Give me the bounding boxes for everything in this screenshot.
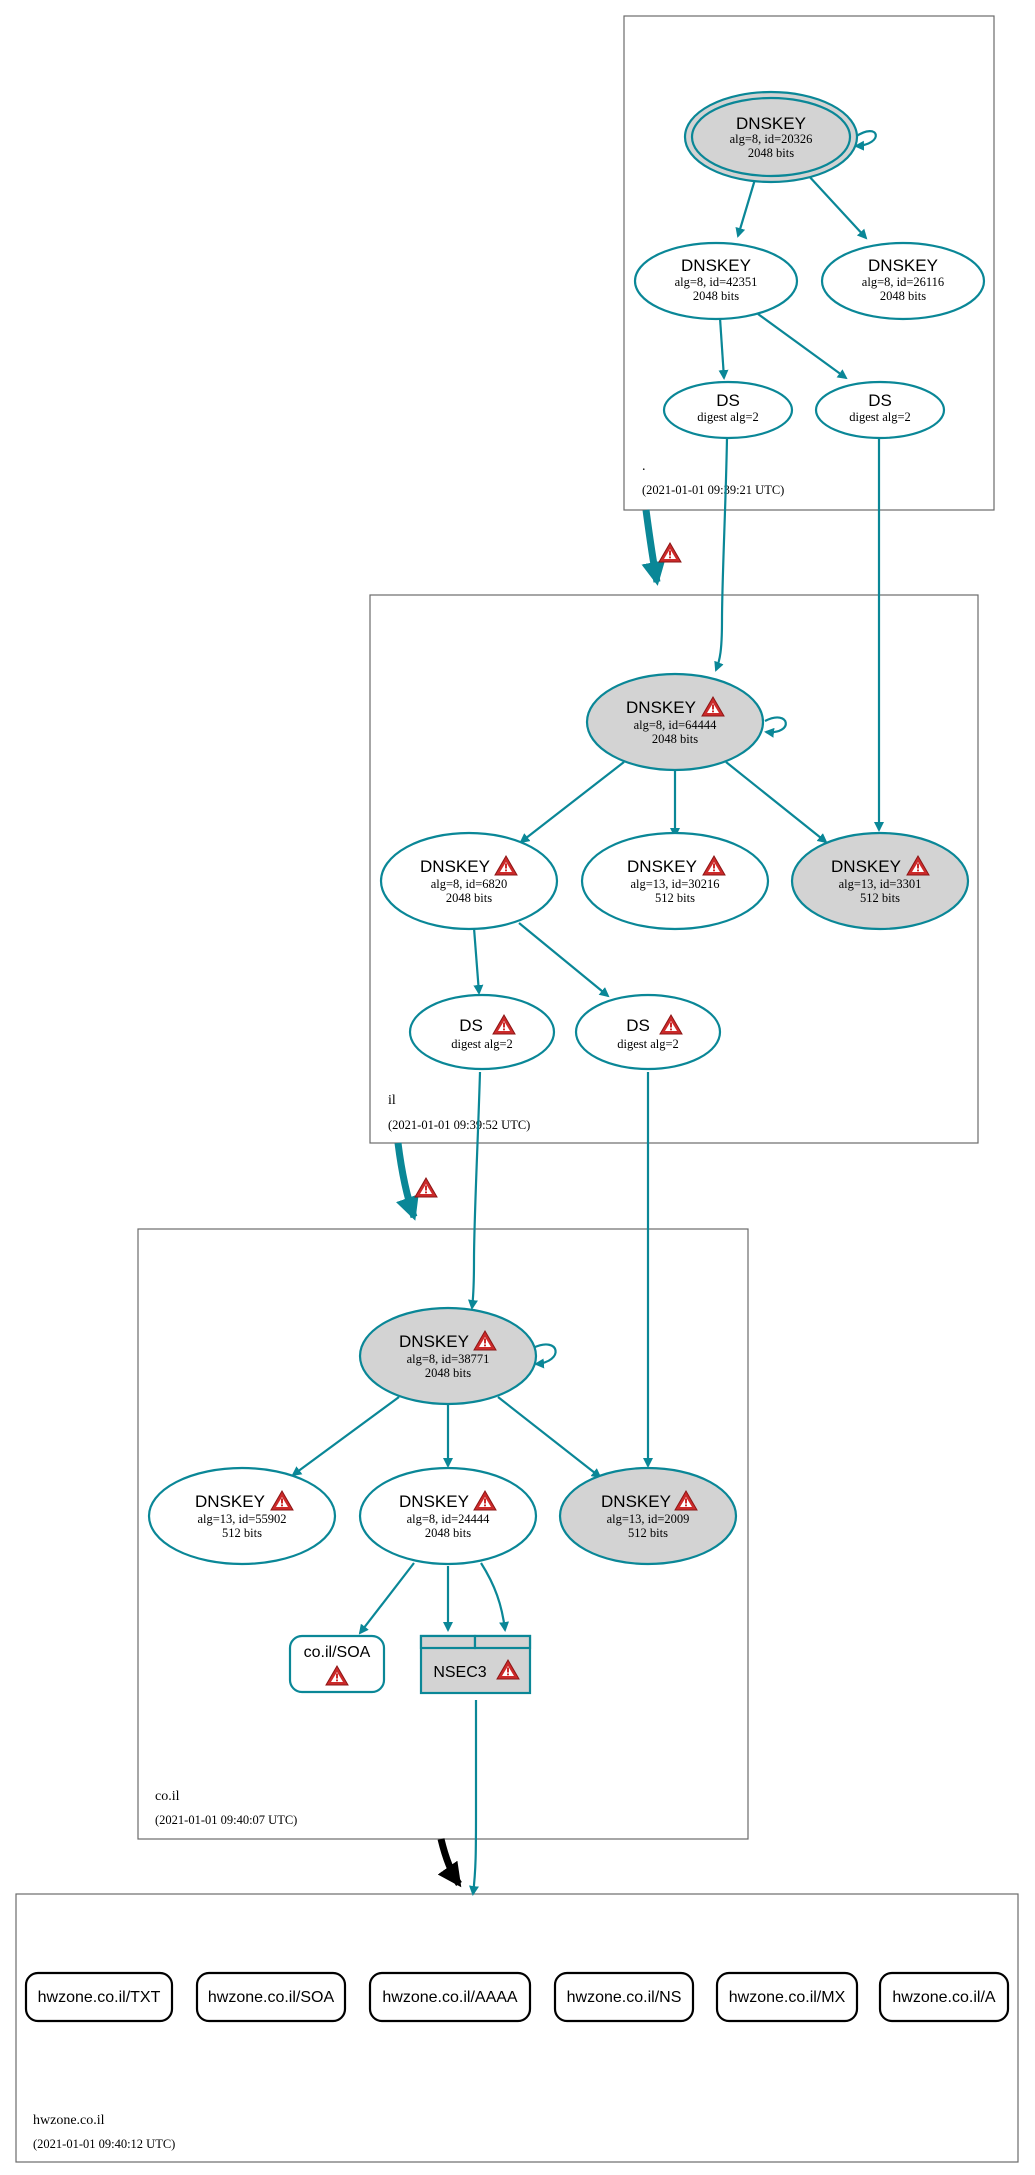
ds-label: DS [459, 1016, 483, 1035]
nsec3-label: NSEC3 [433, 1664, 486, 1681]
delegation-coil-to-hwzone [437, 1838, 462, 1888]
dnskey-bits: 2048 bits [880, 289, 926, 303]
ds-label: DS [716, 391, 740, 410]
warning-triangle-icon [658, 542, 682, 563]
dnskey-alg: alg=8, id=42351 [675, 275, 758, 289]
record-label: hwzone.co.il/AAAA [382, 1989, 518, 2006]
dnskey-label: DNSKEY [195, 1492, 265, 1511]
ds-digest: digest alg=2 [849, 410, 911, 424]
dnskey-label: DNSKEY [399, 1332, 469, 1351]
warning-triangle-icon [414, 1177, 438, 1198]
dnskey-alg: alg=8, id=38771 [407, 1352, 490, 1366]
ds-digest: digest alg=2 [697, 410, 759, 424]
zone-hwzone: hwzone.co.il (2021-01-01 09:40:12 UTC) [15, 1893, 1019, 2163]
dnskey-alg: alg=13, id=55902 [197, 1512, 286, 1526]
dnskey-bits: 2048 bits [693, 289, 739, 303]
nsec3-node[interactable]: NSEC3 [419, 1634, 532, 1695]
record-list: hwzone.co.il/TXT hwzone.co.il/SOA hwzone… [24, 1971, 1010, 2023]
dnskey-label: DNSKEY [626, 698, 696, 717]
ds-digest: digest alg=2 [617, 1037, 679, 1051]
dnskey-bits: 2048 bits [425, 1366, 471, 1380]
ds-digest: digest alg=2 [451, 1037, 513, 1051]
ds-node-root-2[interactable]: DS digest alg=2 [814, 380, 946, 440]
record-label: hwzone.co.il/A [892, 1989, 995, 2006]
ds-label: DS [868, 391, 892, 410]
dnskey-node-2009[interactable]: DNSKEY alg=13, id=2009 512 bits [558, 1466, 738, 1566]
dnskey-label: DNSKEY [420, 857, 490, 876]
dnskey-label: DNSKEY [627, 857, 697, 876]
dnskey-node-30216[interactable]: DNSKEY alg=13, id=30216 512 bits [580, 831, 770, 931]
dnskey-label: DNSKEY [831, 857, 901, 876]
dnskey-alg: alg=8, id=26116 [862, 275, 944, 289]
ds-node-root-1[interactable]: DS digest alg=2 [662, 380, 794, 440]
dnskey-label: DNSKEY [601, 1492, 671, 1511]
dnskey-bits: 2048 bits [652, 732, 698, 746]
dnskey-alg: alg=13, id=30216 [630, 877, 719, 891]
dnskey-bits: 512 bits [860, 891, 900, 905]
dnskey-alg: alg=8, id=6820 [431, 877, 508, 891]
record-label: hwzone.co.il/MX [729, 1989, 846, 2006]
dnskey-alg: alg=13, id=3301 [839, 877, 922, 891]
record-node-ns[interactable]: hwzone.co.il/NS [553, 1971, 695, 2023]
dnskey-bits: 512 bits [628, 1526, 668, 1540]
ds-node-il-2[interactable]: DS digest alg=2 [574, 993, 722, 1071]
zone-hwzone-name: hwzone.co.il [33, 2113, 105, 2128]
zone-coil-time: (2021-01-01 09:40:07 UTC) [155, 1813, 297, 1827]
dnskey-node-42351[interactable]: DNSKEY alg=8, id=42351 2048 bits [633, 241, 799, 321]
dnskey-bits: 2048 bits [446, 891, 492, 905]
delegation-il-to-coil [394, 1142, 438, 1221]
dnskey-node-6820[interactable]: DNSKEY alg=8, id=6820 2048 bits [379, 831, 559, 931]
dnskey-alg: alg=8, id=20326 [730, 132, 813, 146]
record-label: hwzone.co.il/TXT [38, 1989, 161, 2006]
dnskey-bits: 2048 bits [748, 146, 794, 160]
ds-label: DS [626, 1016, 650, 1035]
zone-il-name: il [388, 1093, 396, 1108]
record-node-mx[interactable]: hwzone.co.il/MX [715, 1971, 859, 2023]
dnskey-node-24444[interactable]: DNSKEY alg=8, id=24444 2048 bits [358, 1466, 538, 1566]
dnskey-bits: 512 bits [222, 1526, 262, 1540]
dnskey-node-38771[interactable]: DNSKEY alg=8, id=38771 2048 bits [358, 1306, 538, 1406]
dnskey-label: DNSKEY [736, 114, 806, 133]
dnskey-alg: alg=13, id=2009 [607, 1512, 690, 1526]
dnskey-label: DNSKEY [399, 1492, 469, 1511]
soa-node-coil[interactable]: co.il/SOA [288, 1634, 386, 1694]
zone-hwzone-time: (2021-01-01 09:40:12 UTC) [33, 2137, 175, 2151]
zone-il-time: (2021-01-01 09:39:52 UTC) [388, 1118, 530, 1132]
dnskey-node-20326[interactable]: DNSKEY alg=8, id=20326 2048 bits [683, 90, 859, 184]
dnskey-node-26116[interactable]: DNSKEY alg=8, id=26116 2048 bits [820, 241, 986, 321]
ds-node-il-1[interactable]: DS digest alg=2 [408, 993, 556, 1071]
record-node-soa[interactable]: hwzone.co.il/SOA [195, 1971, 347, 2023]
zone-root-time: (2021-01-01 09:39:21 UTC) [642, 483, 784, 497]
dnskey-label: DNSKEY [681, 256, 751, 275]
record-label: hwzone.co.il/SOA [208, 1989, 335, 2006]
record-node-a[interactable]: hwzone.co.il/A [878, 1971, 1010, 2023]
dnskey-node-3301[interactable]: DNSKEY alg=13, id=3301 512 bits [790, 831, 970, 931]
zone-root-name: . [642, 459, 646, 474]
dnskey-alg: alg=8, id=64444 [634, 718, 718, 732]
record-label: hwzone.co.il/NS [567, 1989, 682, 2006]
dnskey-bits: 512 bits [655, 891, 695, 905]
dnskey-node-64444[interactable]: DNSKEY alg=8, id=64444 2048 bits [585, 672, 765, 772]
edges [291, 130, 884, 1896]
record-node-aaaa[interactable]: hwzone.co.il/AAAA [368, 1971, 532, 2023]
dnskey-label: DNSKEY [868, 256, 938, 275]
soa-label: co.il/SOA [304, 1644, 371, 1661]
dnskey-node-55902[interactable]: DNSKEY alg=13, id=55902 512 bits [147, 1466, 337, 1566]
zone-coil-name: co.il [155, 1789, 180, 1804]
dnskey-bits: 2048 bits [425, 1526, 471, 1540]
dnskey-alg: alg=8, id=24444 [407, 1512, 491, 1526]
delegation-root-to-il [641, 509, 682, 586]
record-node-txt[interactable]: hwzone.co.il/TXT [24, 1971, 174, 2023]
